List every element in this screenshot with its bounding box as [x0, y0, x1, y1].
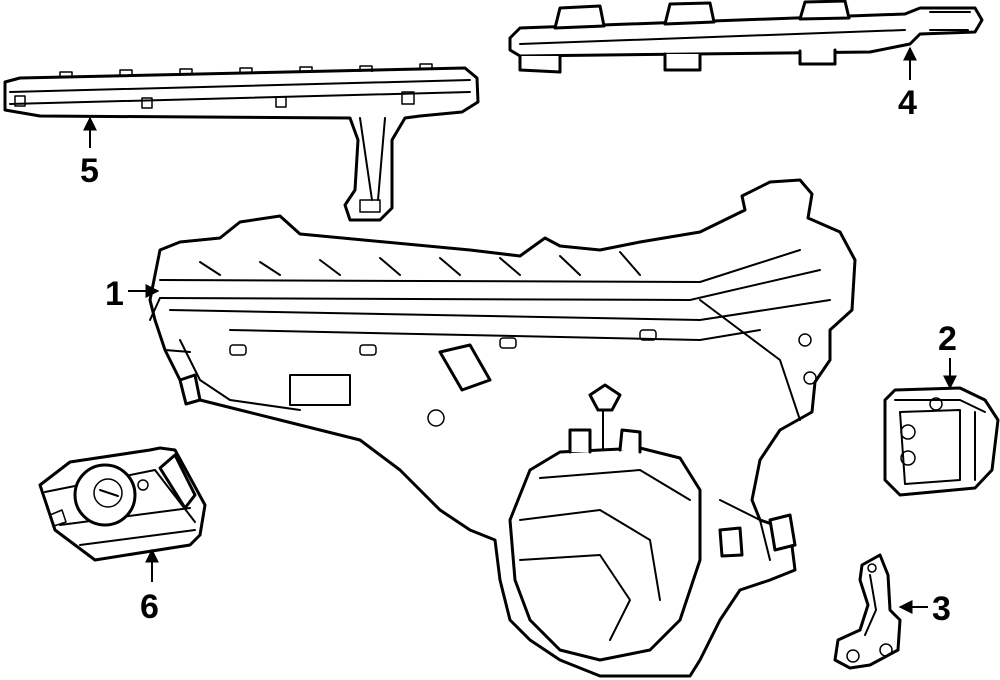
callout-1: 1 — [105, 275, 124, 313]
part-4-support-rail[interactable] — [508, 0, 984, 74]
callout-3: 3 — [932, 590, 951, 628]
callout-2: 2 — [938, 320, 957, 358]
part-1-headlamp-assembly[interactable] — [148, 178, 857, 678]
callout-5: 5 — [80, 152, 99, 190]
part-3-small-bracket[interactable] — [833, 553, 902, 670]
callout-6: 6 — [140, 588, 159, 626]
part-5-upper-bracket[interactable] — [3, 63, 480, 222]
part-2-control-module[interactable] — [883, 386, 1000, 497]
part-6-ballast-module[interactable] — [38, 446, 207, 562]
callout-4: 4 — [898, 84, 917, 122]
